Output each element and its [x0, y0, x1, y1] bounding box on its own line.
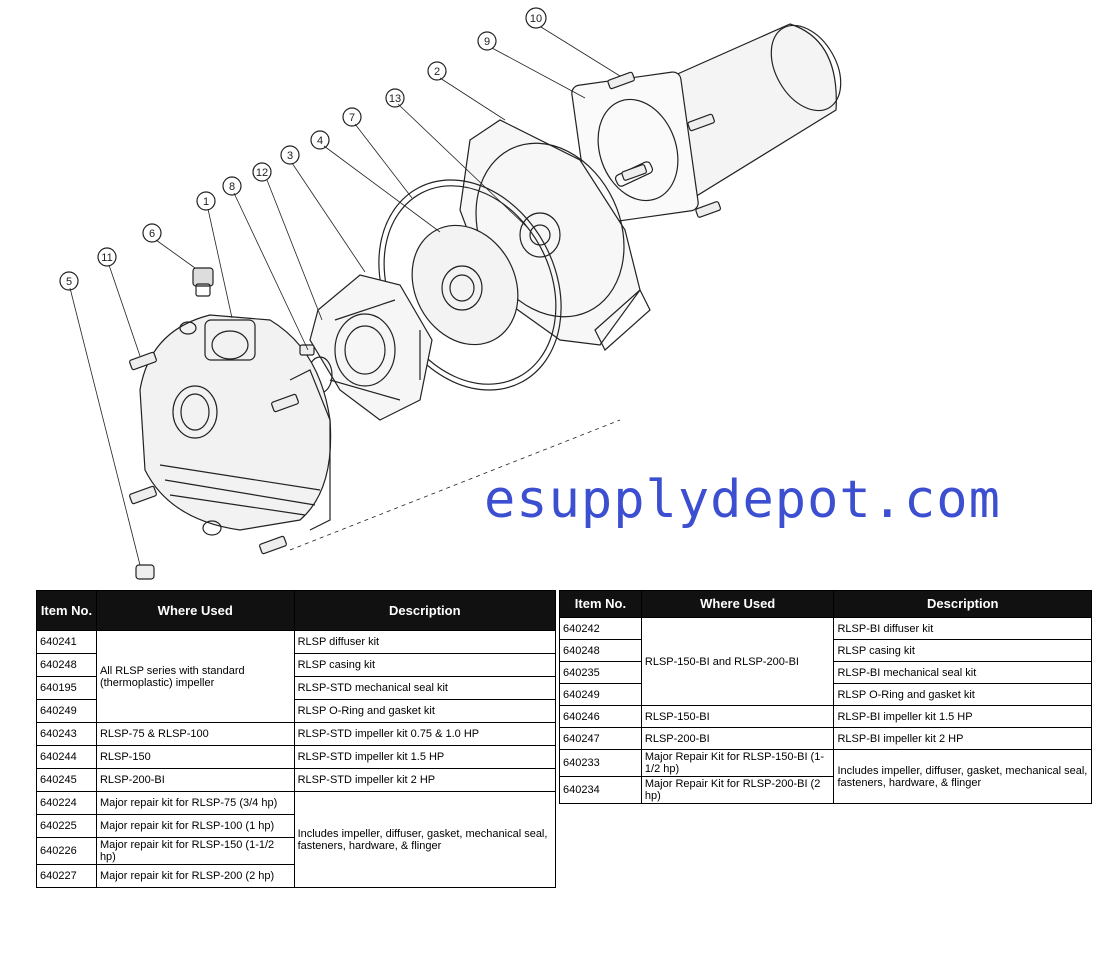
header-item-no: Item No. — [559, 590, 642, 618]
item-no: 640234 — [559, 776, 642, 804]
where-used: Major Repair Kit for RLSP-150-BI (1-1/2 … — [640, 749, 835, 777]
callout-5: 5 — [66, 276, 72, 288]
header-item-no: Item No. — [36, 590, 97, 631]
description: RLSP diffuser kit — [293, 630, 557, 654]
impeller — [411, 224, 519, 346]
where-used: Major repair kit for RLSP-75 (3/4 hp) — [95, 791, 295, 815]
table-row: 640225 Major repair kit for RLSP-100 (1 … — [36, 814, 556, 838]
description: RLSP casing kit — [293, 653, 557, 677]
table-row: 640244 RLSP-150 RLSP-STD impeller kit 1.… — [36, 745, 557, 769]
description: RLSP-BI diffuser kit — [833, 617, 1092, 640]
item-no: 640243 — [36, 722, 97, 746]
item-no: 640235 — [559, 661, 642, 684]
description: RLSP-STD mechanical seal kit — [293, 676, 557, 700]
item-no: 640226 — [36, 837, 97, 865]
callout-13: 13 — [389, 93, 401, 105]
item-no: 640242 — [559, 617, 642, 640]
item-no: 640246 — [559, 705, 642, 728]
table-row: 640234 Major Repair Kit for RLSP-200-BI … — [559, 776, 1092, 804]
item-no: 640225 — [36, 814, 97, 838]
description: Includes impeller, diffuser, gasket, mec… — [293, 791, 557, 888]
callout-3: 3 — [287, 150, 293, 162]
where-used: Major repair kit for RLSP-200 (2 hp) — [95, 864, 295, 888]
parts-table-standard: Item No. Where Used Description 640241 A… — [36, 590, 557, 888]
table-row: 640226 Major repair kit for RLSP-150 (1-… — [36, 837, 556, 865]
where-used: RLSP-200-BI — [95, 768, 295, 792]
drain-plug — [192, 267, 214, 297]
callout-circles — [59, 7, 547, 291]
description: RLSP-STD impeller kit 2 HP — [293, 768, 557, 792]
table-row: 640245 RLSP-200-BI RLSP-STD impeller kit… — [36, 768, 557, 792]
item-no: 640249 — [36, 699, 97, 723]
where-used: RLSP-150-BI and RLSP-200-BI — [640, 617, 835, 706]
table-row: 640233 Major Repair Kit for RLSP-150-BI … — [559, 749, 1092, 804]
description: RLSP O-Ring and gasket kit — [293, 699, 557, 723]
item-no: 640244 — [36, 745, 97, 769]
callout-12: 12 — [256, 167, 268, 179]
item-no: 640227 — [36, 864, 97, 888]
description: RLSP-BI mechanical seal kit — [833, 661, 1092, 684]
item-no: 640224 — [36, 791, 97, 815]
pump-casing — [139, 314, 332, 536]
table-row: 640248 RLSP casing kit — [559, 639, 1092, 662]
diffuser — [309, 274, 433, 421]
description: RLSP casing kit — [833, 639, 1092, 662]
item-no: 640249 — [559, 683, 642, 706]
table-row: 640246 RLSP-150-BI RLSP-BI impeller kit … — [559, 705, 1092, 728]
table-row: 640242 RLSP-150-BI and RLSP-200-BI RLSP-… — [559, 617, 1092, 706]
table-row: 640224 Major repair kit for RLSP-75 (3/4… — [36, 791, 557, 888]
watermark-text: esupplydepot.com — [484, 470, 1001, 530]
callout-1: 1 — [203, 196, 209, 208]
where-used: Major repair kit for RLSP-100 (1 hp) — [95, 814, 295, 838]
item-no: 640248 — [559, 639, 642, 662]
callout-6: 6 — [149, 228, 155, 240]
callout-11: 11 — [101, 252, 112, 264]
table-row: 640248 RLSP casing kit — [36, 653, 557, 677]
header-description: Description — [833, 590, 1092, 618]
where-used: Major repair kit for RLSP-150 (1-1/2 hp) — [95, 837, 295, 865]
description: Includes impeller, diffuser, gasket, mec… — [833, 749, 1092, 804]
table-row: 640241 All RLSP series with standard (th… — [36, 630, 557, 723]
item-no: 640233 — [559, 749, 642, 777]
header-where-used: Where Used — [95, 590, 295, 631]
where-used: Major Repair Kit for RLSP-200-BI (2 hp) — [640, 776, 835, 804]
where-used: RLSP-150 — [95, 745, 295, 769]
item-no: 640247 — [559, 727, 642, 750]
parts-table-bronze: Item No. Where Used Description 640242 R… — [559, 590, 1092, 804]
callout-8: 8 — [229, 181, 235, 193]
table-row: 640227 Major repair kit for RLSP-200 (2 … — [36, 864, 556, 888]
where-used: RLSP-75 & RLSP-100 — [95, 722, 295, 746]
description: RLSP-BI impeller kit 2 HP — [833, 727, 1092, 750]
description: RLSP-STD impeller kit 1.5 HP — [293, 745, 557, 769]
description: RLSP O-Ring and gasket kit — [833, 683, 1092, 706]
table-row: 640247 RLSP-200-BI RLSP-BI impeller kit … — [559, 727, 1092, 750]
callout-10: 10 — [530, 13, 542, 25]
item-no: 640248 — [36, 653, 97, 677]
callout-9: 9 — [484, 36, 490, 48]
where-used: All RLSP series with standard (thermopla… — [95, 630, 295, 723]
item-no: 640195 — [36, 676, 97, 700]
exploded-pump-diagram: 10 9 2 13 7 4 3 12 8 1 6 11 5 — [59, 7, 842, 580]
callout-4: 4 — [317, 135, 323, 147]
header-description: Description — [293, 590, 557, 631]
table-row: 640243 RLSP-75 & RLSP-100 RLSP-STD impel… — [36, 722, 557, 746]
where-used: RLSP-200-BI — [640, 727, 835, 750]
description: RLSP-STD impeller kit 0.75 & 1.0 HP — [293, 722, 557, 746]
motor — [571, 23, 842, 225]
header-where-used: Where Used — [640, 590, 835, 618]
item-no: 640241 — [36, 630, 97, 654]
bolts — [129, 71, 722, 580]
table-row: 640195 RLSP-STD mechanical seal kit — [36, 676, 557, 700]
leader-lines — [69, 26, 621, 566]
table-row: 640249 RLSP O-Ring and gasket kit — [559, 683, 1092, 706]
callout-2: 2 — [434, 66, 440, 78]
callout-7: 7 — [349, 112, 355, 124]
where-used: RLSP-150-BI — [640, 705, 835, 728]
description: RLSP-BI impeller kit 1.5 HP — [833, 705, 1092, 728]
item-no: 640245 — [36, 768, 97, 792]
